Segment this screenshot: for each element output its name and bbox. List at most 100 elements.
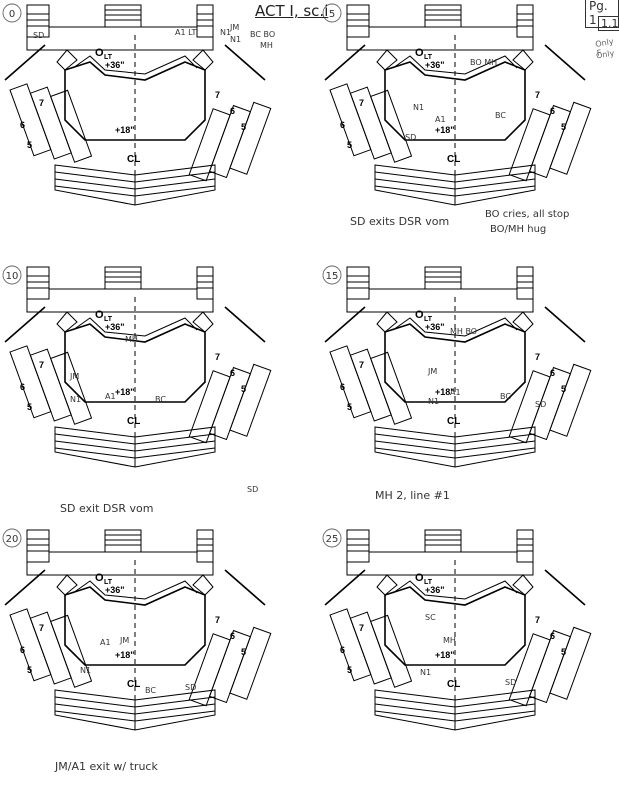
right-step-number: 6 (550, 368, 555, 378)
light-symbol: O (415, 572, 424, 584)
blocking-mark: A1 (100, 638, 111, 647)
light-symbol: O (415, 309, 424, 321)
cue-number-label: 15 (326, 271, 339, 282)
right-step-number: 5 (241, 122, 246, 132)
cue-number-label: 10 (6, 271, 19, 282)
blocking-mark: MH (260, 41, 273, 50)
right-step-number: 6 (230, 631, 235, 641)
blocking-mark: BC (495, 111, 506, 120)
upstage-height: +36" (105, 585, 125, 595)
upstage-height: +36" (425, 322, 445, 332)
blocking-mark: BC BO (250, 30, 275, 39)
left-step-number: 7 (39, 360, 44, 370)
left-step-number: 5 (347, 665, 352, 675)
left-step-number: 5 (27, 665, 32, 675)
right-step-number: 7 (215, 352, 220, 362)
blocking-mark: MH BO (450, 327, 477, 336)
blocking-mark: JM (229, 23, 239, 32)
blocking-mark: A1 LT (175, 28, 196, 37)
left-step-number: 5 (27, 140, 32, 150)
stage-plan (324, 529, 592, 731)
right-step-number: 7 (535, 90, 540, 100)
right-step-number: 6 (230, 368, 235, 378)
light-symbol: O (95, 572, 104, 584)
blocking-note-2: BO cries, all stop (485, 209, 569, 220)
blocking-mark: SD (405, 133, 416, 142)
stage-plan (324, 266, 592, 468)
right-step-number: 7 (215, 90, 220, 100)
right-step-number: 5 (561, 122, 566, 132)
right-step-number: 5 (241, 647, 246, 657)
light-symbol: O (95, 309, 104, 321)
downstage-height: +18" (115, 650, 135, 660)
left-step-number: 6 (20, 382, 25, 392)
light-subscript: LT (104, 54, 113, 61)
right-step-number: 7 (215, 615, 220, 625)
left-step-number: 7 (359, 623, 364, 633)
downstage-height: +18" (435, 650, 455, 660)
blocking-mark: N1 (413, 103, 424, 112)
cue-number-label: 20 (6, 534, 19, 545)
blocking-mark: N1 (428, 397, 439, 406)
center-line-label: CL (447, 679, 460, 690)
left-step-number: 6 (20, 645, 25, 655)
left-step-number: 5 (347, 402, 352, 412)
downstage-height: +18" (115, 125, 135, 135)
blocking-mark: MH (125, 335, 138, 344)
center-line-label: CL (127, 154, 140, 165)
light-subscript: LT (424, 579, 433, 586)
blocking-note: JM/A1 exit w/ truck (54, 760, 158, 773)
left-step-number: 7 (359, 360, 364, 370)
blocking-note: SD exit DSR vom (60, 502, 153, 515)
left-step-number: 6 (20, 120, 25, 130)
right-step-number: 5 (241, 384, 246, 394)
stage-plan (4, 529, 272, 731)
blocking-mark: MH (443, 636, 456, 645)
light-subscript: LT (424, 54, 433, 61)
cue-number: 5 (322, 3, 342, 23)
cue-number: 15 (322, 265, 342, 285)
blocking-mark: JM (427, 367, 437, 376)
cue-number-label: 25 (326, 534, 339, 545)
cue-number: 25 (322, 528, 342, 548)
right-step-number: 7 (535, 615, 540, 625)
cue-number: 20 (2, 528, 22, 548)
blocking-mark: SD (535, 400, 546, 409)
blocking-mark: SD (505, 678, 516, 687)
left-step-number: 7 (359, 98, 364, 108)
center-line-label: CL (127, 679, 140, 690)
left-step-number: 7 (39, 623, 44, 633)
cue-number-label: 0 (9, 9, 15, 20)
center-line-label: CL (127, 416, 140, 427)
center-line-label: CL (447, 416, 460, 427)
left-step-number: 6 (340, 645, 345, 655)
left-step-number: 5 (347, 140, 352, 150)
left-step-number: 5 (27, 402, 32, 412)
right-step-number: 6 (550, 631, 555, 641)
blocking-mark: SD (33, 31, 44, 40)
left-step-number: 6 (340, 120, 345, 130)
light-subscript: LT (424, 316, 433, 323)
blocking-mark: N1 (70, 395, 81, 404)
blocking-mark: N1 (420, 668, 431, 677)
blocking-mark: JM (69, 372, 79, 381)
light-symbol: O (415, 47, 424, 59)
blocking-mark: SC (425, 613, 436, 622)
blocking-mark: BC (500, 392, 511, 401)
stage-plan (324, 4, 592, 206)
blocking-mark: BO MH (470, 58, 497, 67)
right-step-number: 6 (550, 106, 555, 116)
light-subscript: LT (104, 579, 113, 586)
cue-number: 0 (2, 3, 22, 23)
blocking-mark: A1 (435, 115, 446, 124)
cue-number-label: 5 (329, 9, 335, 20)
blocking-mark: N1 (220, 28, 231, 37)
blocking-note: SD exits DSR vom (350, 215, 449, 228)
upstage-height: +36" (105, 322, 125, 332)
